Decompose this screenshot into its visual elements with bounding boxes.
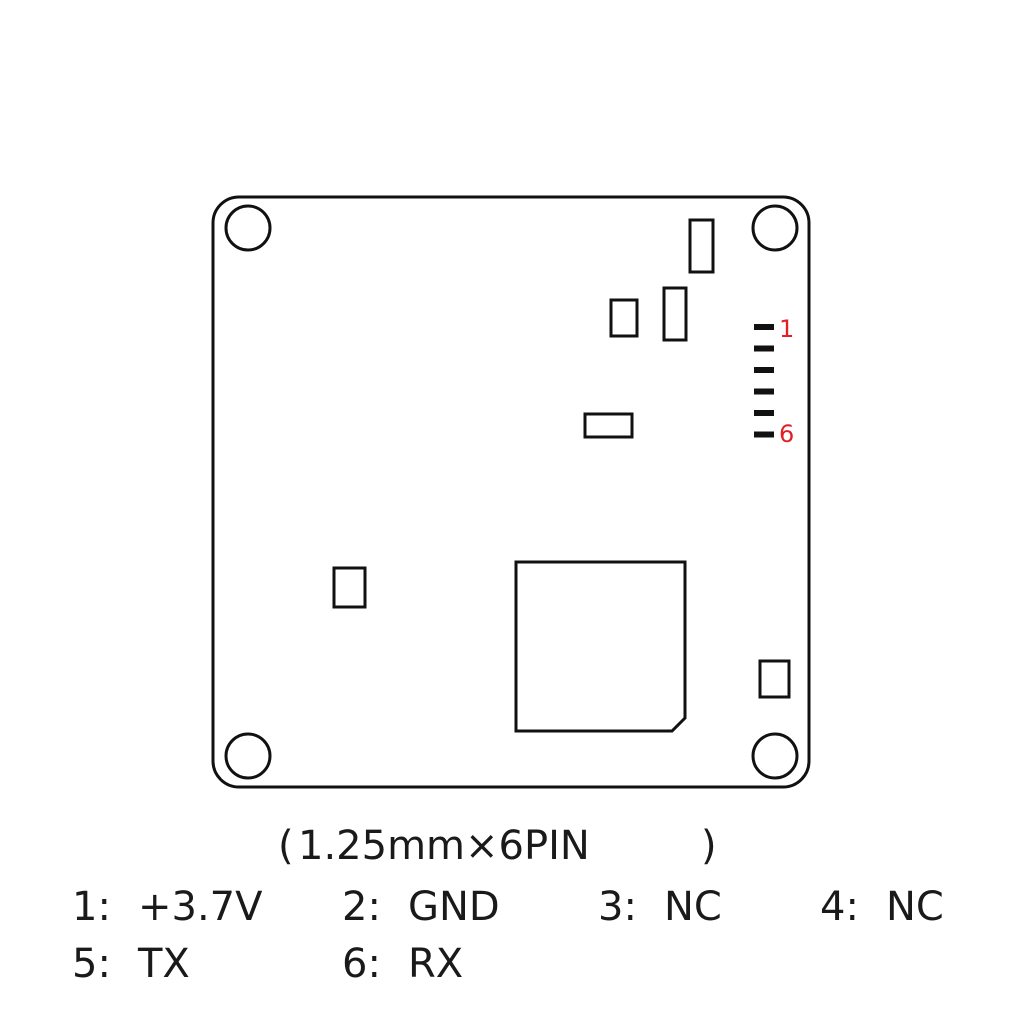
- component-pad: [609, 298, 639, 338]
- pin-4-label: NC: [886, 884, 944, 930]
- pin-4-number: 4:: [820, 884, 859, 930]
- mounting-hole-top-right: [751, 204, 799, 252]
- component-pad: [332, 566, 367, 609]
- component-pad: [688, 218, 715, 274]
- component-pad: [758, 659, 791, 699]
- component-pad: [583, 412, 634, 439]
- connector-pin: [754, 388, 774, 395]
- pin-6-label: RX: [408, 941, 464, 987]
- pin-label-first: 1: [779, 315, 794, 343]
- connector-pin: [754, 410, 774, 416]
- pin-6-number: 6:: [342, 941, 381, 987]
- connector-pin: [754, 324, 774, 330]
- pcb-outline: [211, 195, 811, 789]
- main-chip: [514, 560, 687, 733]
- connector-pins: [754, 324, 774, 438]
- pin-5-label: TX: [138, 941, 190, 987]
- mounting-hole-bottom-left: [224, 732, 272, 780]
- pin-label-last: 6: [779, 420, 794, 448]
- connector-pin: [754, 345, 774, 352]
- mounting-hole-bottom-right: [751, 732, 799, 780]
- pin-3-label: NC: [664, 884, 722, 930]
- connector-close-paren: ): [701, 823, 717, 869]
- pin-1-number: 1:: [72, 884, 111, 930]
- pin-2-number: 2:: [342, 884, 381, 930]
- mounting-hole-top-left: [224, 204, 272, 252]
- pin-3-number: 3:: [598, 884, 637, 930]
- component-pad: [662, 286, 688, 342]
- connector-pin: [754, 431, 774, 438]
- pin-5-number: 5:: [72, 941, 111, 987]
- connector-spec: 1.25mm×6PIN: [298, 823, 590, 869]
- pin-1-label: +3.7V: [138, 884, 263, 930]
- pin-2-label: GND: [408, 884, 500, 930]
- connector-pin: [754, 367, 774, 373]
- connector-open-paren: (: [278, 823, 294, 869]
